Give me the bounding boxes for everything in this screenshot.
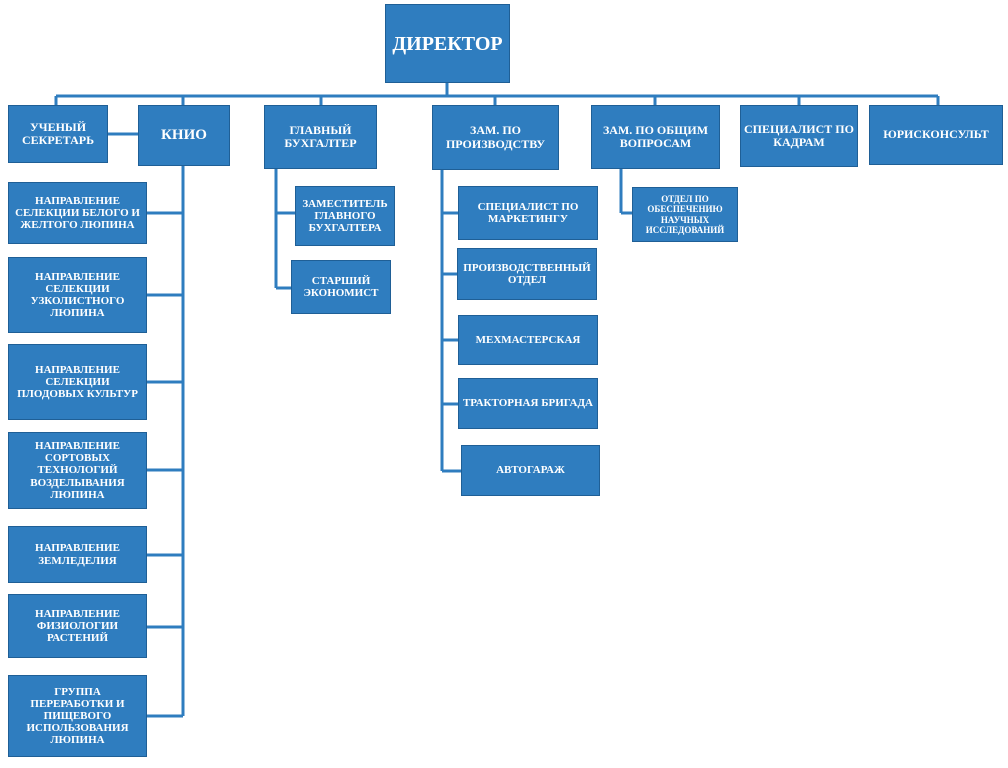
knio-unit-processing-group: ГРУППА ПЕРЕРАБОТКИ И ПИЩЕВОГО ИСПОЛЬЗОВА…: [8, 675, 147, 757]
marketing-specialist-box: СПЕЦИАЛИСТ ПО МАРКЕТИНГУ: [458, 186, 598, 240]
scientific-secretary-box: УЧЕНЫЙ СЕКРЕТАРЬ: [8, 105, 108, 163]
knio-unit-fruit-crops: НАПРАВЛЕНИЕ СЕЛЕКЦИИ ПЛОДОВЫХ КУЛЬТУР: [8, 344, 147, 420]
knio-unit-white-yellow-lupin: НАПРАВЛЕНИЕ СЕЛЕКЦИИ БЕЛОГО И ЖЕЛТОГО ЛЮ…: [8, 182, 147, 244]
research-support-department-box: ОТДЕЛ ПО ОБЕСПЕЧЕНИЮ НАУЧНЫХ ИССЛЕДОВАНИ…: [632, 187, 738, 242]
deputy-general-box: ЗАМ. ПО ОБЩИМ ВОПРОСАМ: [591, 105, 720, 169]
director-box: ДИРЕКТОР: [385, 4, 510, 83]
mechanical-workshop-box: МЕХМАСТЕРСКАЯ: [458, 315, 598, 365]
knio-unit-cultivation-technologies: НАПРАВЛЕНИЕ СОРТОВЫХ ТЕХНОЛОГИЙ ВОЗДЕЛЫВ…: [8, 432, 147, 509]
knio-unit-narrow-leaved-lupin: НАПРАВЛЕНИЕ СЕЛЕКЦИИ УЗКОЛИСТНОГО ЛЮПИНА: [8, 257, 147, 333]
legal-adviser-box: ЮРИСКОНСУЛЬТ: [869, 105, 1003, 165]
senior-economist-box: СТАРШИЙ ЭКОНОМИСТ: [291, 260, 391, 314]
knio-unit-agriculture: НАПРАВЛЕНИЕ ЗЕМЛЕДЕЛИЯ: [8, 526, 147, 583]
deputy-chief-accountant-box: ЗАМЕСТИТЕЛЬ ГЛАВНОГО БУХГАЛТЕРА: [295, 186, 395, 246]
knio-box: КНИО: [138, 105, 230, 166]
production-department-box: ПРОИЗВОДСТВЕННЫЙ ОТДЕЛ: [457, 248, 597, 300]
chief-accountant-box: ГЛАВНЫЙ БУХГАЛТЕР: [264, 105, 377, 169]
auto-garage-box: АВТОГАРАЖ: [461, 445, 600, 496]
deputy-production-box: ЗАМ. ПО ПРОИЗВОДСТВУ: [432, 105, 559, 170]
hr-specialist-box: СПЕЦИАЛИСТ ПО КАДРАМ: [740, 105, 858, 167]
tractor-brigade-box: ТРАКТОРНАЯ БРИГАДА: [458, 378, 598, 429]
knio-unit-plant-physiology: НАПРАВЛЕНИЕ ФИЗИОЛОГИИ РАСТЕНИЙ: [8, 594, 147, 658]
